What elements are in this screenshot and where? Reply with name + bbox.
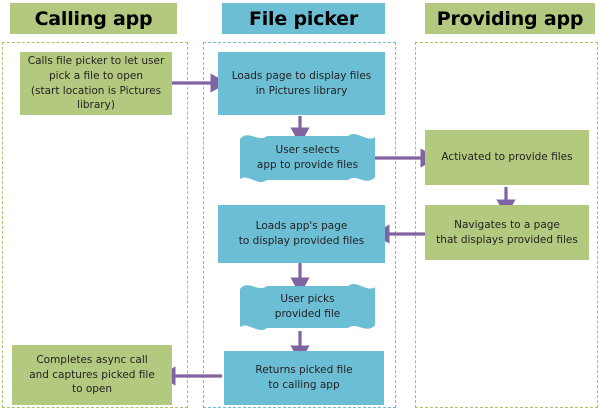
- node-user-picks-file-label: User picks provided file: [274, 293, 341, 320]
- node-activated-to-provide-files[interactable]: Activated to provide files: [425, 130, 589, 185]
- node-loads-page[interactable]: Loads page to display files in Pictures …: [218, 52, 385, 115]
- node-loads-app-page[interactable]: Loads app's page to display provided fil…: [218, 205, 385, 263]
- swimlane-calling-app: [2, 42, 188, 408]
- node-user-selects-app-label: User selects app to provide files: [256, 144, 359, 171]
- document-shape-icon: [240, 283, 375, 331]
- header-file-picker: File picker: [222, 3, 385, 34]
- node-completes-async-call[interactable]: Completes async call and captures picked…: [12, 345, 172, 405]
- swimlane-file-picker: [203, 42, 396, 408]
- document-shape-icon: [240, 133, 375, 183]
- node-calls-file-picker[interactable]: Calls file picker to let user pick a fil…: [20, 52, 172, 115]
- header-calling-app-label: Calling app: [34, 7, 153, 30]
- header-providing-app-label: Providing app: [436, 7, 584, 30]
- node-user-picks-file[interactable]: User picks provided file: [240, 283, 375, 331]
- swimlane-providing-app: [415, 42, 598, 408]
- node-activated-to-provide-files-label: Activated to provide files: [441, 151, 573, 164]
- header-providing-app: Providing app: [425, 3, 595, 34]
- node-calls-file-picker-label: Calls file picker to let user pick a fil…: [27, 54, 165, 112]
- node-user-selects-app[interactable]: User selects app to provide files: [240, 133, 375, 183]
- header-calling-app: Calling app: [10, 3, 177, 34]
- node-navigates-to-page[interactable]: Navigates to a page that displays provid…: [425, 205, 589, 260]
- node-navigates-to-page-label: Navigates to a page that displays provid…: [436, 218, 578, 246]
- node-returns-picked-file-label: Returns picked file to calling app: [255, 364, 353, 391]
- header-file-picker-label: File picker: [248, 7, 359, 30]
- node-loads-page-label: Loads page to display files in Pictures …: [231, 69, 372, 97]
- node-returns-picked-file[interactable]: Returns picked file to calling app: [224, 351, 384, 405]
- node-completes-async-call-label: Completes async call and captures picked…: [29, 353, 155, 396]
- node-loads-app-page-label: Loads app's page to display provided fil…: [238, 220, 365, 247]
